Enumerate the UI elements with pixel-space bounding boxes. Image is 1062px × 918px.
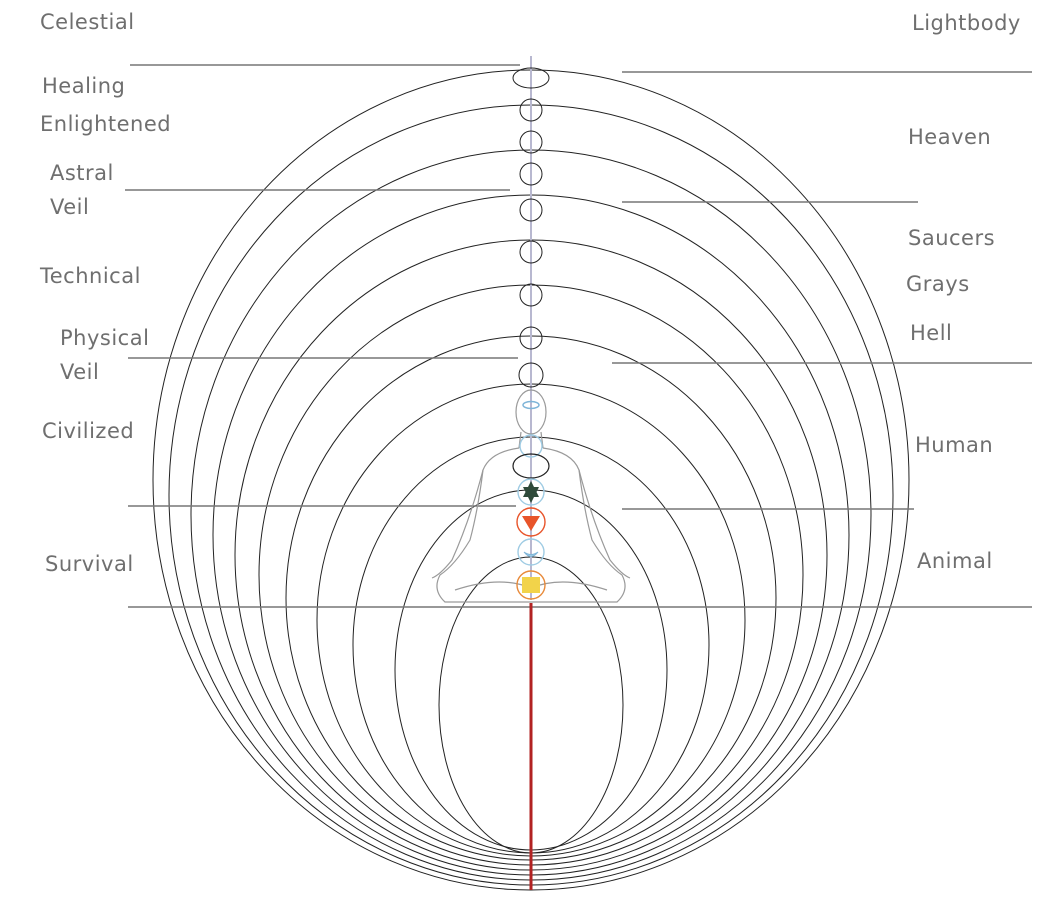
chain-circle-6 bbox=[519, 283, 543, 307]
throat-chakra-icon bbox=[519, 434, 543, 458]
figure-head bbox=[515, 389, 547, 435]
label-astral: Astral bbox=[50, 161, 114, 185]
label-physical: Physical bbox=[60, 326, 150, 350]
label-astral-veil: Veil bbox=[50, 195, 90, 219]
figure-arms bbox=[431, 469, 631, 579]
solar-chakra-ring bbox=[516, 507, 546, 537]
chain-circle-2 bbox=[519, 130, 543, 154]
chain-circle-4 bbox=[519, 198, 543, 222]
chain-circle-1 bbox=[519, 98, 543, 122]
chain-circle-5 bbox=[519, 240, 543, 264]
sacral-chakra-ring bbox=[517, 538, 545, 566]
label-physical-veil: Veil bbox=[60, 360, 100, 384]
divider-lines bbox=[125, 64, 1032, 608]
label-celestial: Celestial bbox=[40, 10, 135, 34]
third-eye-icon bbox=[522, 400, 540, 410]
label-healing: Healing bbox=[42, 74, 126, 98]
label-grays: Grays bbox=[906, 272, 970, 296]
chain-circle-7 bbox=[519, 326, 543, 350]
crescent-icon bbox=[523, 551, 539, 557]
throat-oval-icon bbox=[512, 453, 550, 479]
chain-oval-top bbox=[512, 67, 550, 89]
figure-torso bbox=[436, 447, 626, 603]
chain-circle-3 bbox=[519, 162, 543, 186]
chain-circle-crown bbox=[518, 362, 544, 388]
label-animal: Animal bbox=[917, 549, 993, 573]
label-survival: Survival bbox=[45, 552, 134, 576]
label-lightbody: Lightbody bbox=[912, 11, 1021, 35]
label-saucers: Saucers bbox=[908, 226, 996, 250]
label-heaven: Heaven bbox=[908, 125, 992, 149]
label-human: Human bbox=[915, 433, 994, 457]
label-hell: Hell bbox=[910, 321, 953, 345]
triangle-down-icon bbox=[522, 516, 540, 531]
root-chakra-ring bbox=[516, 570, 546, 600]
square-icon bbox=[522, 577, 540, 593]
upper-chakra-chain bbox=[512, 67, 550, 388]
label-civilized: Civilized bbox=[42, 419, 135, 443]
heart-chakra-ring bbox=[517, 478, 545, 506]
label-technical: Technical bbox=[40, 264, 141, 288]
hexagram-icon-lower bbox=[523, 487, 539, 503]
label-enlightened: Enlightened bbox=[40, 112, 172, 136]
body-chakras bbox=[512, 400, 550, 600]
